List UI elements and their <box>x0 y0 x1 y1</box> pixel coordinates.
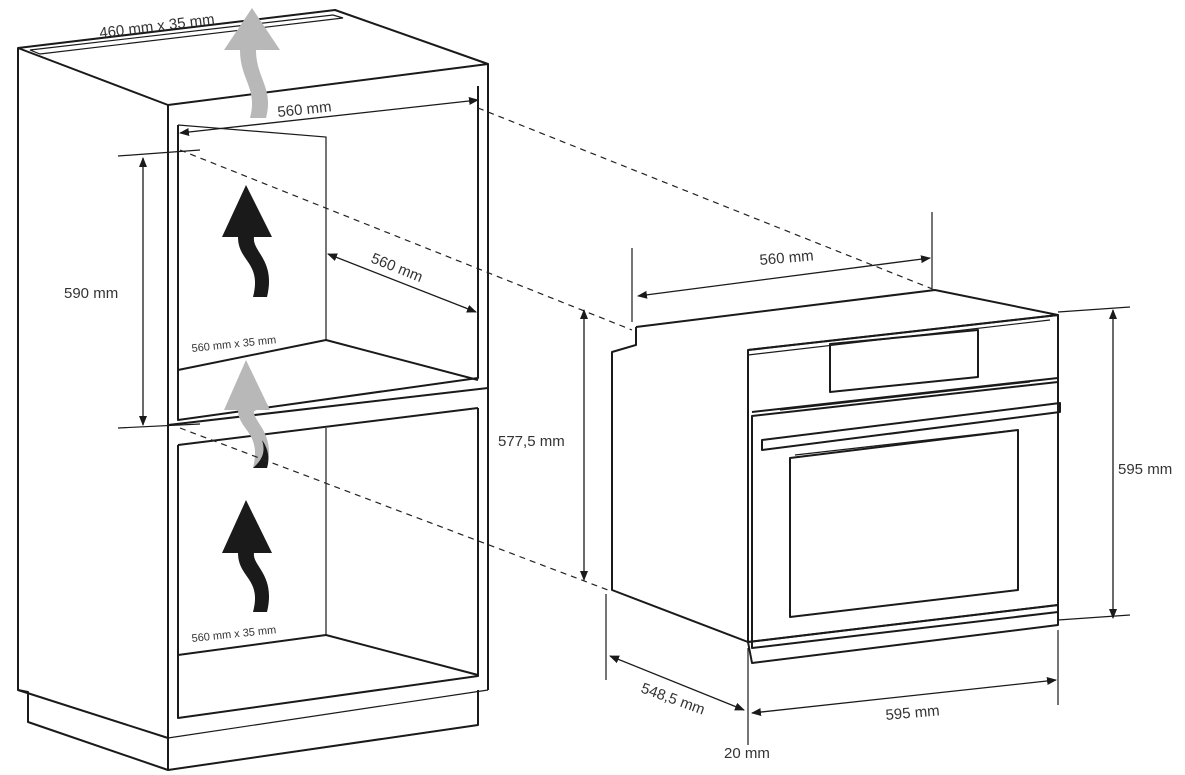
inner-width-label: 560 mm <box>277 98 333 121</box>
upper-compartment <box>177 86 479 421</box>
depth-dim-line-oven <box>609 655 745 711</box>
cabinet-left-side <box>17 48 169 739</box>
oven-side <box>611 327 749 643</box>
top-vent-label: 460 mm x 35 mm <box>98 11 215 42</box>
front-width-label: 595 mm <box>885 702 940 724</box>
divider-band <box>167 387 489 446</box>
inner-width-dim-line <box>179 97 479 136</box>
cabinet-dimensions <box>117 97 479 429</box>
cabinet <box>17 9 489 771</box>
control-panel-edge <box>751 377 1059 413</box>
upper-shelf <box>177 339 479 381</box>
oven-window <box>789 429 1019 618</box>
oven-width-top-label: 560 mm <box>759 247 814 269</box>
body-height-label: 577,5 mm <box>498 433 565 450</box>
cabinet-plinth <box>17 689 479 771</box>
total-height-label: 595 mm <box>1118 461 1172 478</box>
oven-top <box>635 289 1059 351</box>
front-width-dim-line <box>751 676 1057 717</box>
bottom-vent-label: 560 mm x 35 mm <box>191 624 277 645</box>
projection-lines <box>179 107 936 591</box>
airflow-arrow-top <box>224 8 280 118</box>
oven-dimensions <box>580 212 1131 745</box>
oven-bottom-frame <box>747 604 1059 664</box>
airflow-arrow-middle <box>224 360 270 468</box>
control-display <box>829 329 979 393</box>
oven <box>611 289 1061 664</box>
airflow-arrows <box>222 8 280 612</box>
top-vent-slot <box>29 14 344 55</box>
door-handle <box>761 402 1061 451</box>
lower-compartment <box>177 408 479 719</box>
oven-front <box>747 314 1059 643</box>
front-thickness-label: 20 mm <box>724 745 770 762</box>
lower-shelf <box>177 634 479 676</box>
depth-dim-line <box>327 253 477 313</box>
airflow-arrow-upper <box>222 185 272 297</box>
oven-width-top-dim-line <box>637 255 931 299</box>
oven-depth-label: 548,5 mm <box>639 680 707 719</box>
airflow-arrow-lower <box>222 500 272 612</box>
dimension-labels: 460 mm x 35 mm 560 mm 590 mm 560 mm 560 … <box>64 11 1172 762</box>
cabinet-height-label: 590 mm <box>64 285 118 302</box>
